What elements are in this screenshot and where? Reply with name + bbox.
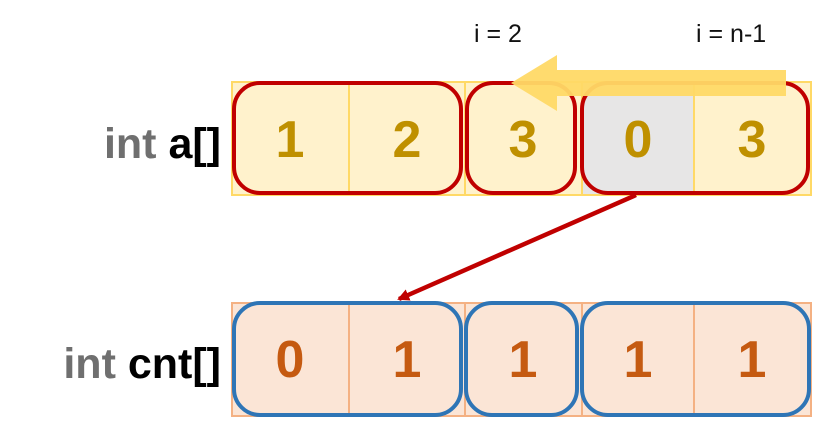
array-cnt-cell	[581, 302, 695, 417]
iteration-direction-arrow	[511, 55, 786, 111]
array-a-value: 3	[738, 111, 767, 169]
array-a-label: int a[]	[104, 120, 221, 168]
array-cnt-cell	[348, 302, 466, 417]
array-cnt-value: 1	[624, 331, 653, 389]
array-a-cell	[348, 81, 466, 196]
array-a-type: int	[104, 120, 157, 168]
array-cnt-label: int cnt[]	[63, 340, 221, 388]
array-cnt: 0 1 1 1 1	[231, 301, 812, 417]
array-cnt-group-box	[464, 301, 579, 417]
array-cnt-name: cnt[]	[128, 340, 221, 388]
index-start-label: i = 2	[474, 20, 522, 48]
array-a-group-box	[232, 81, 463, 195]
array-cnt-value: 1	[509, 331, 538, 389]
array-cnt-group-box	[580, 301, 811, 417]
array-a-value: 0	[624, 111, 653, 169]
array-a-value: 3	[509, 111, 538, 169]
array-cnt-value: 1	[738, 331, 767, 389]
array-a-name: a[]	[168, 120, 221, 168]
count-mapping-arrow	[397, 192, 637, 302]
array-cnt-value: 0	[276, 331, 305, 389]
array-cnt-type: int	[63, 340, 116, 388]
array-cnt-group-box	[232, 301, 463, 417]
array-a: 1 2 3 0 3	[231, 81, 812, 196]
array-cnt-value: 1	[393, 331, 422, 389]
array-a-value: 1	[276, 111, 305, 169]
array-a-cell	[231, 81, 350, 196]
index-end-label: i = n-1	[696, 20, 766, 48]
array-a-value: 2	[393, 111, 422, 169]
